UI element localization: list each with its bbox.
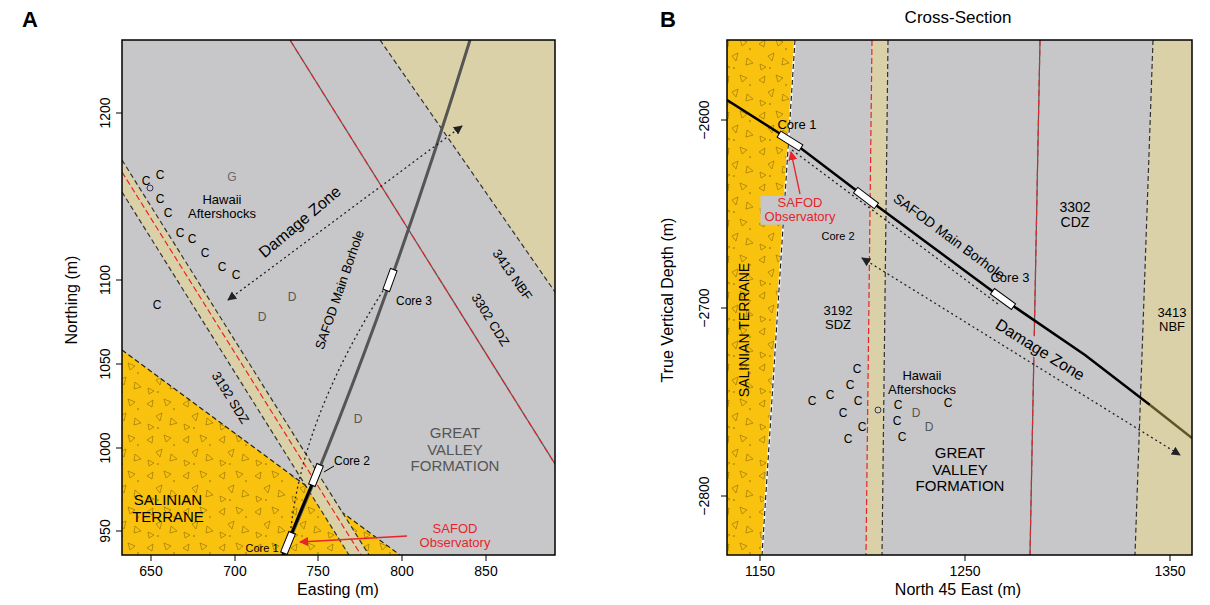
map-label: 3302 CDZ	[1055, 200, 1095, 231]
map-label: Hawaii Aftershocks	[884, 369, 960, 398]
map-label: SALINIAN TERRANE	[737, 263, 752, 397]
map-label: −2800	[697, 476, 712, 515]
map-label: 3302 CDZ	[468, 291, 512, 349]
map-label: 1250	[949, 564, 980, 579]
aftershock-marker: C	[142, 175, 151, 188]
map-label: Easting (m)	[297, 581, 379, 599]
map-label: 700	[223, 564, 246, 579]
map-label: 750	[306, 564, 329, 579]
map-label: 3413 NBF	[1153, 306, 1191, 335]
map-label: Cross-Section	[905, 9, 1012, 28]
aftershock-marker: C	[893, 415, 902, 428]
map-label: 3192 SDZ	[208, 369, 251, 426]
aftershock-marker: C	[808, 395, 817, 408]
aftershock-marker: D	[925, 421, 934, 434]
aftershock-marker: C	[894, 399, 903, 412]
aftershock-marker: C	[153, 299, 162, 312]
aftershock-marker: C	[944, 397, 953, 410]
aftershock-marker: C	[839, 407, 848, 420]
map-label: Core 3	[990, 271, 1029, 285]
map-label: 1050	[98, 348, 113, 379]
map-label: 950	[98, 519, 113, 542]
aftershock-marker: B	[660, 8, 676, 32]
aftershock-marker: C	[232, 269, 241, 282]
aftershock-marker: D	[912, 407, 921, 420]
map-label: SAFOD Observatory	[761, 196, 840, 225]
aftershock-marker: C	[188, 233, 197, 246]
aftershock-marker: C	[176, 227, 185, 240]
map-label: 1200	[98, 97, 113, 128]
map-label: 850	[474, 564, 497, 579]
map-label: Core 2	[821, 230, 854, 242]
aftershock-marker: C	[218, 261, 227, 274]
map-label: 3192 SDZ	[818, 304, 858, 333]
map-label: 3413 NBF	[489, 247, 534, 303]
map-label: −2700	[697, 288, 712, 327]
aftershock-marker: C	[164, 207, 173, 220]
map-label: Hawaii Aftershocks	[182, 193, 262, 222]
map-label: Core 3	[396, 295, 432, 308]
aftershock-marker: C	[156, 169, 165, 182]
map-label: SAFOD Observatory	[410, 522, 500, 551]
aftershock-marker: C	[854, 395, 863, 408]
aftershock-marker: C	[858, 421, 867, 434]
aftershock-marker: D	[288, 291, 297, 304]
map-label: 1100	[98, 265, 113, 295]
aftershock-marker: D	[258, 311, 267, 324]
aftershock-marker: C	[156, 193, 165, 206]
map-label: 1350	[1154, 564, 1185, 579]
map-label: True Vertical Depth (m)	[659, 218, 677, 383]
map-label: SAFOD Main Borhole	[313, 229, 367, 352]
map-label: Core 1	[777, 118, 816, 132]
aftershock-marker: C	[898, 431, 907, 444]
map-label: GREAT VALLEY FORMATION	[914, 445, 1007, 495]
map-label: Northing (m)	[63, 256, 81, 345]
map-label: SALINIAN TERRANE	[123, 492, 213, 525]
aftershock-marker: C	[846, 379, 855, 392]
aftershock-marker: A	[22, 8, 38, 32]
map-label: 650	[139, 564, 162, 579]
map-label: North 45 East (m)	[895, 581, 1021, 599]
aftershock-marker: C	[201, 247, 210, 260]
map-label: GREAT VALLEY FORMATION	[400, 425, 510, 475]
aftershock-marker: D	[354, 413, 363, 426]
map-label: Damage Zone	[991, 315, 1090, 386]
map-label: Damage Zone	[256, 183, 345, 262]
aftershock-marker: G	[227, 171, 236, 184]
map-label: SAFOD Main Borhole	[890, 191, 1007, 283]
map-label: 800	[390, 564, 413, 579]
aftershock-marker: C	[853, 363, 862, 376]
map-label: Core 2	[334, 455, 370, 468]
aftershock-marker: C	[826, 389, 835, 402]
cross-section-panel	[727, 40, 1192, 555]
map-label: −2600	[697, 100, 712, 139]
map-label: Core 1	[245, 542, 278, 554]
map-label: 1150	[745, 564, 775, 579]
map-label: 1000	[98, 432, 113, 463]
map-panel	[122, 40, 555, 555]
aftershock-marker: C	[844, 433, 853, 446]
